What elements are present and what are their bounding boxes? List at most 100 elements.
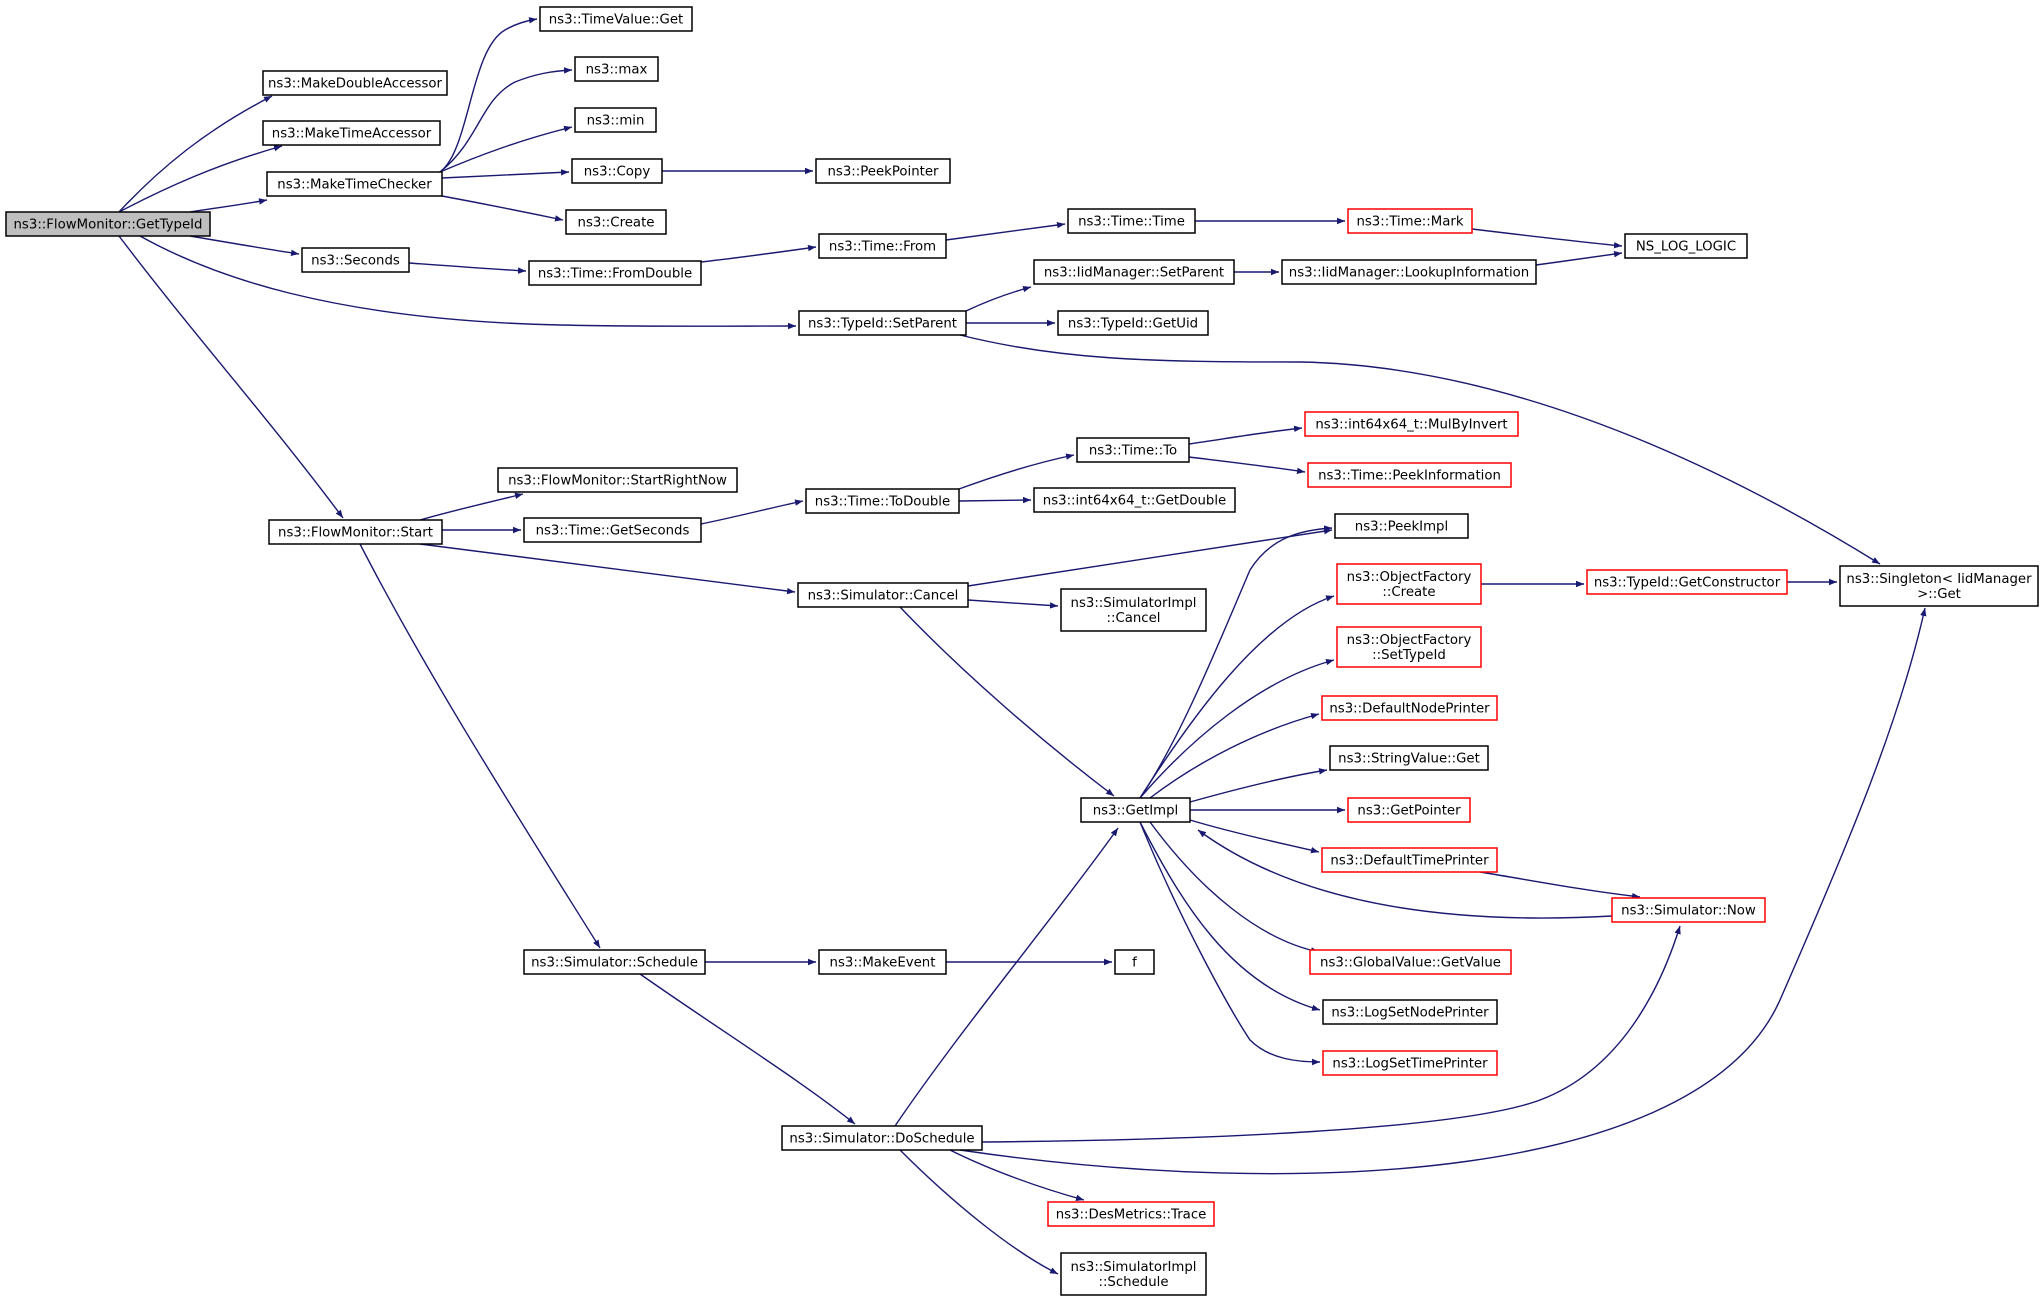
node-defaultTimePrinter[interactable]: ns3::DefaultTimePrinter xyxy=(1321,847,1498,873)
node-box[interactable] xyxy=(262,70,448,96)
node-min[interactable]: ns3::min xyxy=(574,107,657,133)
node-box[interactable] xyxy=(1281,259,1537,285)
node-box[interactable] xyxy=(5,211,211,237)
node-box[interactable] xyxy=(1322,999,1498,1025)
node-box[interactable] xyxy=(797,582,969,608)
node-box[interactable] xyxy=(523,517,702,543)
node-nsLogLogic[interactable]: NS_LOG_LOGIC xyxy=(1624,233,1748,259)
node-box[interactable] xyxy=(301,247,410,273)
node-box[interactable] xyxy=(1033,487,1236,513)
node-box[interactable] xyxy=(818,233,947,259)
node-f[interactable]: f xyxy=(1114,949,1155,975)
node-box[interactable] xyxy=(1309,949,1512,975)
node-simNow[interactable]: ns3::Simulator::Now xyxy=(1611,897,1766,923)
node-box[interactable] xyxy=(1060,1252,1207,1296)
node-peekImpl[interactable]: ns3::PeekImpl xyxy=(1334,513,1469,539)
node-makeTimeChecker[interactable]: ns3::MakeTimeChecker xyxy=(266,171,443,197)
node-timeTo[interactable]: ns3::Time::To xyxy=(1076,437,1190,463)
node-ofSetTypeId[interactable]: ns3::ObjectFactory::SetTypeId xyxy=(1336,626,1482,668)
node-box[interactable] xyxy=(1347,797,1471,823)
node-box[interactable] xyxy=(574,56,659,82)
node-box[interactable] xyxy=(1611,897,1766,923)
node-iidSetParent[interactable]: ns3::IidManager::SetParent xyxy=(1033,259,1235,285)
node-box[interactable] xyxy=(1329,745,1489,771)
node-box[interactable] xyxy=(268,519,443,545)
node-simImplSchedule[interactable]: ns3::SimulatorImpl::Schedule xyxy=(1060,1252,1207,1296)
node-globalValueGetValue[interactable]: ns3::GlobalValue::GetValue xyxy=(1309,949,1512,975)
node-ofCreate[interactable]: ns3::ObjectFactory::Create xyxy=(1336,563,1482,605)
node-box[interactable] xyxy=(1586,569,1788,595)
node-simDoSchedule[interactable]: ns3::Simulator::DoSchedule xyxy=(781,1125,983,1151)
node-box[interactable] xyxy=(1322,1050,1498,1076)
node-timeTime[interactable]: ns3::Time::Time xyxy=(1067,208,1196,234)
node-defaultNodePrinter[interactable]: ns3::DefaultNodePrinter xyxy=(1321,695,1498,721)
node-stringValueGet[interactable]: ns3::StringValue::Get xyxy=(1329,745,1489,771)
node-box[interactable] xyxy=(1336,563,1482,605)
node-desMetricsTrace[interactable]: ns3::DesMetrics::Trace xyxy=(1047,1201,1215,1227)
node-box[interactable] xyxy=(798,310,967,336)
node-getConstructor[interactable]: ns3::TypeId::GetConstructor xyxy=(1586,569,1788,595)
node-copy[interactable]: ns3::Copy xyxy=(571,158,663,184)
node-box[interactable] xyxy=(528,260,702,286)
node-timeFromDouble[interactable]: ns3::Time::FromDouble xyxy=(528,260,702,286)
node-typeIdSetParent[interactable]: ns3::TypeId::SetParent xyxy=(798,310,967,336)
node-box[interactable] xyxy=(1304,411,1519,437)
node-box[interactable] xyxy=(1057,310,1209,336)
node-box[interactable] xyxy=(262,120,441,146)
node-simImplCancel[interactable]: ns3::SimulatorImpl::Cancel xyxy=(1060,588,1207,632)
node-box[interactable] xyxy=(571,158,663,184)
node-getDouble[interactable]: ns3::int64x64_t::GetDouble xyxy=(1033,487,1236,513)
node-simCancel[interactable]: ns3::Simulator::Cancel xyxy=(797,582,969,608)
node-box[interactable] xyxy=(815,158,951,184)
node-mulByInvert[interactable]: ns3::int64x64_t::MulByInvert xyxy=(1304,411,1519,437)
node-fmStartRightNow[interactable]: ns3::FlowMonitor::StartRightNow xyxy=(497,467,738,493)
node-box[interactable] xyxy=(1114,949,1155,975)
node-box[interactable] xyxy=(1080,797,1191,823)
node-box[interactable] xyxy=(818,949,947,975)
node-logSetNodePrinter[interactable]: ns3::LogSetNodePrinter xyxy=(1322,999,1498,1025)
node-peekPointer[interactable]: ns3::PeekPointer xyxy=(815,158,951,184)
node-box[interactable] xyxy=(1047,1201,1215,1227)
node-getPointer[interactable]: ns3::GetPointer xyxy=(1347,797,1471,823)
node-timeValueGet[interactable]: ns3::TimeValue::Get xyxy=(539,6,693,32)
node-makeTimeAccessor[interactable]: ns3::MakeTimeAccessor xyxy=(262,120,441,146)
node-box[interactable] xyxy=(574,107,657,133)
node-box[interactable] xyxy=(1033,259,1235,285)
node-peekInformation[interactable]: ns3::Time::PeekInformation xyxy=(1307,462,1512,488)
node-simSchedule[interactable]: ns3::Simulator::Schedule xyxy=(523,949,706,975)
node-box[interactable] xyxy=(1307,462,1512,488)
node-box[interactable] xyxy=(1336,626,1482,668)
node-seconds[interactable]: ns3::Seconds xyxy=(301,247,410,273)
node-timeMark[interactable]: ns3::Time::Mark xyxy=(1347,208,1473,234)
node-box[interactable] xyxy=(1624,233,1748,259)
node-iidLookup[interactable]: ns3::IidManager::LookupInformation xyxy=(1281,259,1537,285)
node-fmStart[interactable]: ns3::FlowMonitor::Start xyxy=(268,519,443,545)
node-singletonGet[interactable]: ns3::Singleton< IidManager >::Get xyxy=(1839,565,2039,607)
node-typeIdGetUid[interactable]: ns3::TypeId::GetUid xyxy=(1057,310,1209,336)
node-box[interactable] xyxy=(805,488,960,514)
node-makeEvent[interactable]: ns3::MakeEvent xyxy=(818,949,947,975)
node-box[interactable] xyxy=(1067,208,1196,234)
node-box[interactable] xyxy=(1347,208,1473,234)
node-create[interactable]: ns3::Create xyxy=(565,209,667,235)
node-timeFrom[interactable]: ns3::Time::From xyxy=(818,233,947,259)
node-box[interactable] xyxy=(523,949,706,975)
node-getImpl[interactable]: ns3::GetImpl xyxy=(1080,797,1191,823)
node-box[interactable] xyxy=(1321,847,1498,873)
node-makeDoubleAccessor[interactable]: ns3::MakeDoubleAccessor xyxy=(262,70,448,96)
node-timeGetSeconds[interactable]: ns3::Time::GetSeconds xyxy=(523,517,702,543)
node-max[interactable]: ns3::max xyxy=(574,56,659,82)
node-box[interactable] xyxy=(539,6,693,32)
node-box[interactable] xyxy=(1076,437,1190,463)
node-timeToDouble[interactable]: ns3::Time::ToDouble xyxy=(805,488,960,514)
node-box[interactable] xyxy=(1321,695,1498,721)
node-box[interactable] xyxy=(1839,565,2039,607)
node-box[interactable] xyxy=(781,1125,983,1151)
node-getTypeId[interactable]: ns3::FlowMonitor::GetTypeId xyxy=(5,211,211,237)
node-box[interactable] xyxy=(266,171,443,197)
node-box[interactable] xyxy=(565,209,667,235)
node-box[interactable] xyxy=(497,467,738,493)
node-logSetTimePrinter[interactable]: ns3::LogSetTimePrinter xyxy=(1322,1050,1498,1076)
node-box[interactable] xyxy=(1060,588,1207,632)
node-box[interactable] xyxy=(1334,513,1469,539)
